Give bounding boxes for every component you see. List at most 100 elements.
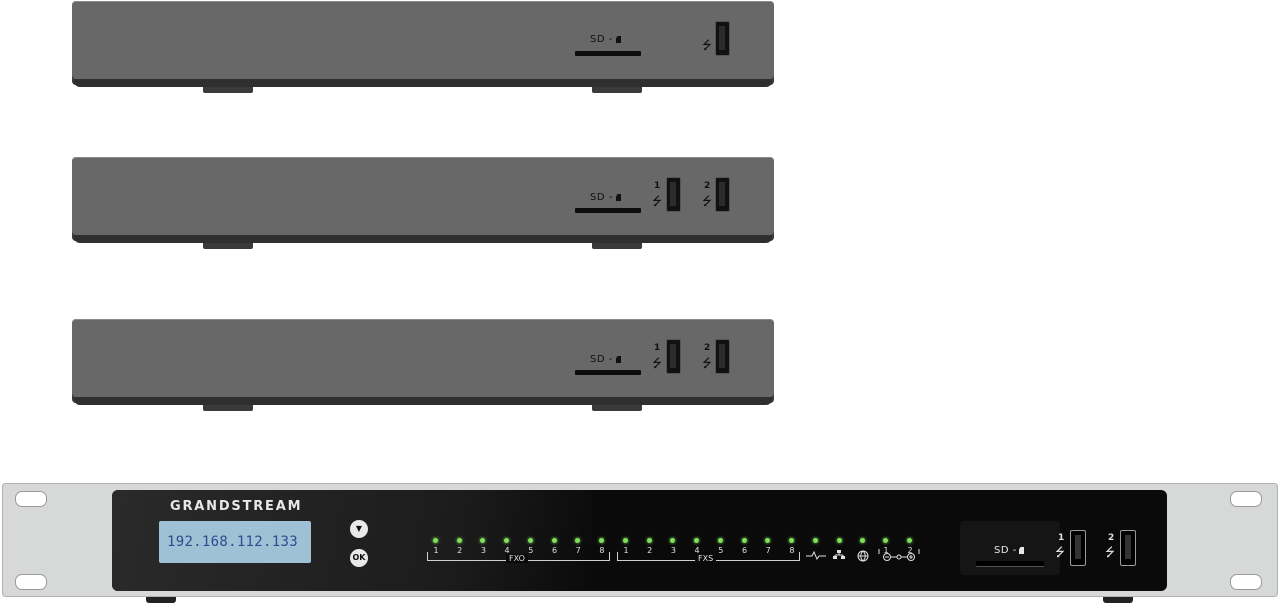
fxs-port-number: 2 (647, 546, 653, 555)
unit-chassis (72, 1, 774, 85)
sd-card-slot[interactable] (976, 561, 1044, 566)
usb-icon: ⭍ (1055, 545, 1065, 559)
fxo-port-number: 4 (504, 546, 510, 555)
rack-ear-hole (15, 491, 47, 507)
sd-card-icon (616, 36, 621, 43)
fxs-led-5 (717, 538, 723, 543)
fxs-led-7 (765, 538, 771, 543)
usb-port-number: 1 (654, 343, 661, 353)
globe-icon (857, 550, 870, 564)
usb-port-number: 2 (704, 343, 711, 353)
led-status-network (837, 538, 842, 543)
fxo-label: FXO (506, 554, 528, 563)
unit-bottom-edge (74, 235, 772, 243)
sd-card-slot[interactable] (575, 208, 641, 213)
usb-icon: ⭍ (702, 194, 712, 208)
fxs-label: FXS (695, 554, 717, 563)
rubber-foot (203, 87, 253, 93)
sd-card-icon (1019, 547, 1024, 554)
fxo-led-2 (456, 538, 462, 543)
rack-ear-hole (15, 574, 47, 590)
fxs-port-number: 6 (741, 546, 748, 555)
down-button[interactable]: ▼ (350, 520, 368, 538)
fxs-led-4 (694, 538, 700, 543)
ok-button[interactable]: OK (350, 549, 368, 567)
usb-icon: ⭍ (652, 194, 662, 208)
usb-port-number: 2 (1108, 533, 1115, 543)
fxs-led-2 (646, 538, 652, 543)
lcd-display: 192.168.112.133 (159, 521, 311, 563)
usb-port-2[interactable] (1120, 530, 1136, 566)
usb-port[interactable] (715, 21, 730, 56)
fxo-led-7 (575, 538, 581, 543)
network-icon (832, 550, 846, 562)
rubber-foot (592, 87, 642, 93)
unit-chassis (72, 319, 774, 403)
rack-ear-hole (1230, 491, 1262, 507)
fxs-led-6 (741, 538, 747, 543)
sd-card-icon (616, 356, 621, 363)
sd-label: SD - (590, 34, 613, 45)
sd-card-icon (616, 194, 621, 201)
power-port-number: 1 (883, 546, 889, 555)
usb-port-2[interactable] (715, 339, 730, 374)
sd-card-slot[interactable] (575, 51, 641, 56)
usb-icon: ⭍ (702, 38, 712, 52)
unit-bottom-edge (74, 79, 772, 87)
sd-label: SD - (994, 545, 1017, 556)
usb-port-number: 1 (654, 181, 661, 191)
fxo-port-number: 1 (433, 546, 439, 555)
usb-port-1[interactable] (666, 177, 681, 212)
unit-chassis (72, 157, 774, 241)
fxs-led-3 (670, 538, 676, 543)
usb-icon: ⭍ (652, 356, 662, 370)
power-polarity-icon (878, 548, 920, 564)
rubber-foot (203, 405, 253, 411)
usb-icon: ⭍ (1105, 545, 1115, 559)
rack-ear-hole (1230, 574, 1262, 590)
usb-port-2[interactable] (715, 177, 730, 212)
usb-port-1[interactable] (666, 339, 681, 374)
power-port-number: 2 (907, 546, 913, 555)
fxo-port-number: 5 (528, 546, 534, 555)
fxs-port-number: 5 (718, 546, 724, 555)
fxo-led-8 (598, 538, 604, 543)
fxo-port-number: 2 (457, 546, 463, 555)
rubber-foot (592, 243, 642, 249)
front-panel: GRANDSTREAM 192.168.112.133 ▼ OK FXO FXS… (112, 490, 1167, 591)
fxo-led-3 (480, 538, 486, 543)
ok-button-label: OK (352, 553, 366, 562)
rubber-foot (592, 405, 642, 411)
fxo-led-6 (551, 538, 557, 543)
sd-label: SD - (590, 354, 613, 365)
led-power-2 (907, 538, 912, 543)
desktop-unit-1: SD - ⭍ (72, 1, 774, 94)
sd-label: SD - (590, 192, 613, 203)
chevron-down-icon: ▼ (355, 524, 363, 533)
fxo-led-5 (527, 538, 533, 543)
fxs-port-number: 4 (694, 546, 700, 555)
unit-bottom-edge (74, 397, 772, 405)
led-status-heartbeat (813, 538, 818, 543)
rubber-foot (203, 243, 253, 249)
usb-icon: ⭍ (702, 356, 712, 370)
fxo-led-1 (433, 538, 438, 543)
rack-foot (146, 597, 176, 603)
fxs-port-number: 8 (789, 546, 795, 555)
fxo-port-number: 7 (575, 546, 581, 555)
fxo-port-number: 3 (480, 546, 486, 555)
fxs-port-number: 1 (623, 546, 629, 555)
fxo-port-number: 6 (551, 546, 558, 555)
usb-port-number: 2 (704, 181, 711, 191)
usb-port-1[interactable] (1070, 530, 1086, 566)
heartbeat-icon (806, 550, 826, 562)
fxs-port-number: 7 (765, 546, 771, 555)
fxo-port-number: 8 (599, 546, 605, 555)
desktop-unit-2: SD - 1 ⭍ 2 ⭍ (72, 157, 774, 250)
led-power-1 (883, 538, 888, 543)
brand-logo: GRANDSTREAM (170, 499, 303, 514)
fxs-port-number: 3 (670, 546, 676, 555)
fxs-led-8 (788, 538, 794, 543)
fxo-led-4 (504, 538, 510, 543)
sd-card-slot[interactable] (575, 370, 641, 375)
